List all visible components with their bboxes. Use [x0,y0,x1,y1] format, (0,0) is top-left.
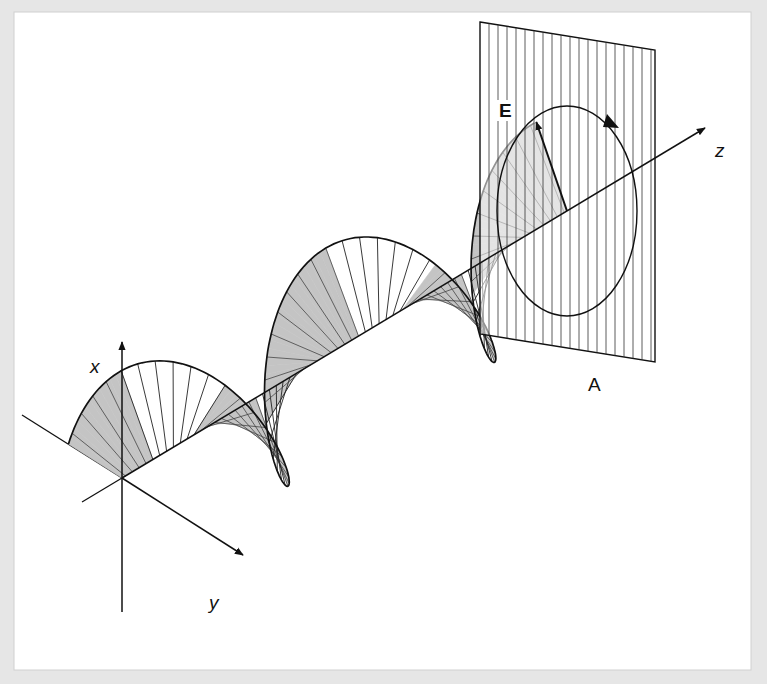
axis-label: y [207,592,221,613]
helix-curve [69,123,535,486]
field-line [173,362,174,447]
shaded-lobe [115,371,152,461]
plane-hatch-line [552,34,553,346]
field-line [208,413,254,427]
z-axis [122,128,705,478]
plane-hatch-line [516,28,517,340]
field-line [386,242,395,320]
field-line [256,398,288,486]
plane-hatch-line [642,48,643,360]
plane-label: A [586,374,603,395]
plane-hatch-line [543,32,544,344]
y-axis [122,478,243,555]
plane-a [480,22,655,362]
field-line [267,357,318,361]
plane-hatch-line [579,38,580,350]
field-line [407,273,446,308]
field-line [138,364,160,456]
plane-hatch [489,23,651,361]
e-vector [536,122,567,211]
field-line [377,238,379,324]
field-line [194,385,225,435]
z-axis-back [82,478,122,502]
plane-hatch-line [606,42,607,354]
field-line [311,259,352,340]
vector-label: E [497,100,514,121]
field-line [271,334,324,357]
axis-label: x [88,356,102,377]
plane-hatch-line [498,25,499,337]
plane-hatch-line [507,26,508,338]
field-line [121,371,153,460]
picture-ground [14,12,751,670]
polarization-circle [497,106,637,316]
axis-label: z [713,140,727,161]
field-line [360,237,373,328]
plane-hatch-line [624,45,625,357]
plane-hatch-line [534,31,535,343]
rotation-arrow [603,114,619,128]
plane-hatch-line [570,36,571,348]
field-line [93,396,139,468]
shaded-lobe [314,252,356,339]
shaded-lobe [320,248,359,338]
plane-hatch-line [651,49,652,361]
field-line [266,373,297,424]
plane-hatch-line [633,47,634,359]
field-line [400,260,430,312]
field-line [326,248,359,336]
field-line [298,274,345,344]
field-line [155,361,167,451]
field-line [81,413,132,472]
shaded-lobe [110,374,151,462]
plane-hatch-line [588,39,589,351]
plane-hatch-line [615,44,616,356]
field-line [201,398,241,431]
field-line [287,292,338,349]
plane-hatch-line [489,23,490,335]
